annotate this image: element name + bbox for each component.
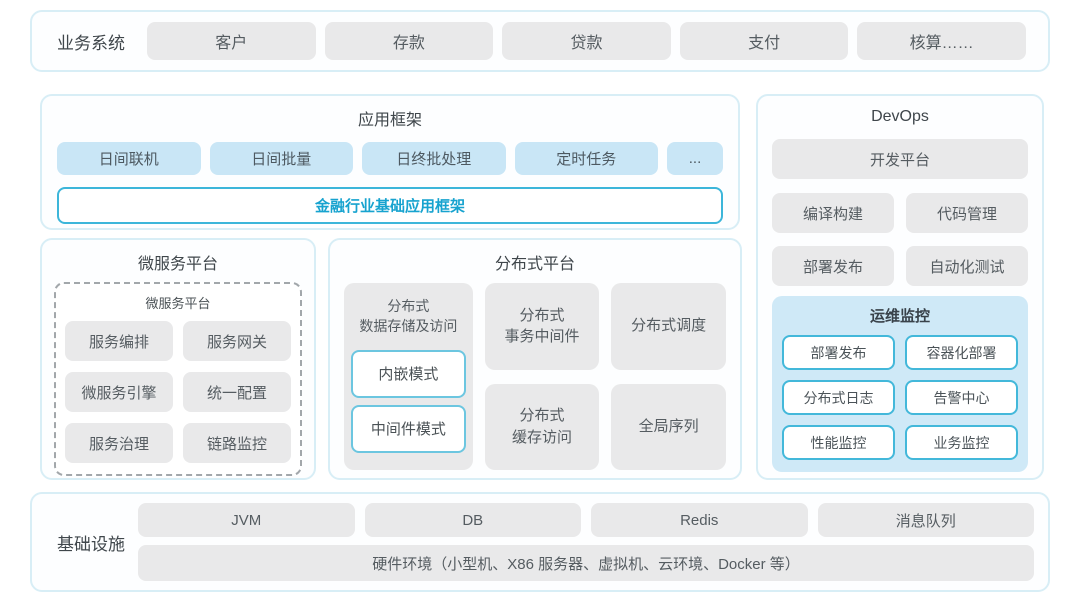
financial-base-framework-bar: 金融行业基础应用框架	[57, 187, 723, 224]
dist-storage-box: 分布式 数据存储及访问 内嵌模式 中间件模式	[344, 283, 473, 470]
dist-storage-title: 分布式 数据存储及访问	[359, 298, 458, 335]
ms-item-gateway: 服务网关	[183, 321, 291, 361]
infrastructure-items: JVM DB Redis 消息队列	[138, 503, 1034, 537]
ops-monitor-title: 运维监控	[869, 308, 930, 325]
app-item-more: ...	[667, 142, 723, 175]
app-item-scheduled-task: 定时任务	[514, 142, 658, 175]
hardware-env-bar: 硬件环境（小型机、X86 服务器、虚拟机、云环境、Docker 等）	[138, 545, 1034, 581]
monitor-item-container-deploy: 容器化部署	[905, 335, 1018, 370]
distributed-panel: 分布式平台 分布式 数据存储及访问 内嵌模式 中间件模式 分布式 事务中间件 分…	[328, 238, 742, 480]
microservice-inner-title: 微服务平台	[145, 296, 211, 311]
ops-monitor-panel: 运维监控 部署发布 容器化部署 分布式日志 告警中心 性能监控 业务监控	[772, 296, 1028, 472]
monitor-item-business-monitor: 业务监控	[905, 425, 1018, 460]
business-item-accounting: 核算……	[857, 22, 1026, 60]
app-item-daytime-online: 日间联机	[57, 142, 201, 175]
distributed-columns: 分布式 数据存储及访问 内嵌模式 中间件模式 分布式 事务中间件 分布式 缓存访…	[344, 283, 727, 470]
business-item-payment: 支付	[679, 22, 849, 60]
infrastructure-label: 基础设施	[57, 534, 125, 554]
ops-monitor-items: 部署发布 容器化部署 分布式日志 告警中心 性能监控 业务监控	[782, 335, 1018, 460]
ms-item-unified-config: 统一配置	[183, 372, 291, 412]
microservice-panel: 微服务平台 微服务平台 服务编排 服务网关 微服务引擎 统一配置 服务治理 链路…	[40, 238, 316, 480]
business-system-panel: 业务系统 客户 存款 贷款 支付 核算……	[30, 10, 1050, 72]
business-item-deposit: 存款	[324, 22, 494, 60]
ms-item-engine: 微服务引擎	[65, 372, 173, 412]
infrastructure-panel: 基础设施 JVM DB Redis 消息队列 硬件环境（小型机、X86 服务器、…	[30, 492, 1050, 592]
distributed-title: 分布式平台	[494, 256, 575, 273]
dist-right-column: 分布式调度 全局序列	[611, 283, 727, 470]
mode-middleware: 中间件模式	[351, 404, 466, 453]
microservice-title: 微服务平台	[137, 256, 218, 273]
business-item-loan: 贷款	[502, 22, 671, 60]
monitor-item-distributed-log: 分布式日志	[782, 380, 895, 415]
infrastructure-content: JVM DB Redis 消息队列 硬件环境（小型机、X86 服务器、虚拟机、云…	[138, 503, 1034, 581]
infra-item-redis: Redis	[591, 503, 808, 537]
dist-box-scheduler: 分布式调度	[611, 283, 727, 370]
business-item-customer: 客户	[147, 22, 316, 60]
mode-embedded: 内嵌模式	[351, 349, 466, 398]
app-item-daytime-batch: 日间批量	[209, 142, 353, 175]
ms-item-orchestration: 服务编排	[65, 321, 173, 361]
dev-platform-box: 开发平台	[772, 139, 1028, 179]
devops-item-code-mgmt: 代码管理	[906, 193, 1028, 233]
monitor-item-alert-center: 告警中心	[905, 380, 1018, 415]
infra-item-message-queue: 消息队列	[817, 503, 1034, 537]
devops-title: DevOps	[871, 108, 929, 125]
monitor-item-deploy: 部署发布	[782, 335, 895, 370]
infra-item-jvm: JVM	[138, 503, 355, 537]
microservice-inner-box: 微服务平台 服务编排 服务网关 微服务引擎 统一配置 服务治理 链路监控	[54, 282, 302, 476]
devops-item-deploy: 部署发布	[772, 246, 894, 286]
devops-panel: DevOps 开发平台 编译构建 代码管理 部署发布 自动化测试 运维监控 部署…	[756, 94, 1044, 480]
business-system-label: 业务系统	[57, 33, 125, 53]
infra-item-db: DB	[364, 503, 581, 537]
ms-item-link-tracing: 链路监控	[183, 423, 291, 463]
app-framework-items: 日间联机 日间批量 日终批处理 定时任务 ...	[57, 142, 723, 175]
app-framework-panel: 应用框架 日间联机 日间批量 日终批处理 定时任务 ... 金融行业基础应用框架	[40, 94, 740, 230]
devops-items: 编译构建 代码管理 部署发布 自动化测试	[772, 193, 1028, 286]
microservice-items: 服务编排 服务网关 微服务引擎 统一配置 服务治理 链路监控	[65, 321, 291, 463]
dist-box-transaction-middleware: 分布式 事务中间件	[484, 283, 600, 370]
dist-middle-column: 分布式 事务中间件 分布式 缓存访问	[484, 283, 600, 470]
dist-box-global-sequence: 全局序列	[611, 383, 727, 470]
ms-item-governance: 服务治理	[65, 423, 173, 463]
app-item-eod-batch: 日终批处理	[362, 142, 506, 175]
devops-item-build: 编译构建	[772, 193, 894, 233]
app-framework-title: 应用框架	[357, 112, 422, 129]
devops-item-auto-test: 自动化测试	[906, 246, 1028, 286]
dist-box-cache-access: 分布式 缓存访问	[484, 383, 600, 470]
monitor-item-perf-monitor: 性能监控	[782, 425, 895, 460]
